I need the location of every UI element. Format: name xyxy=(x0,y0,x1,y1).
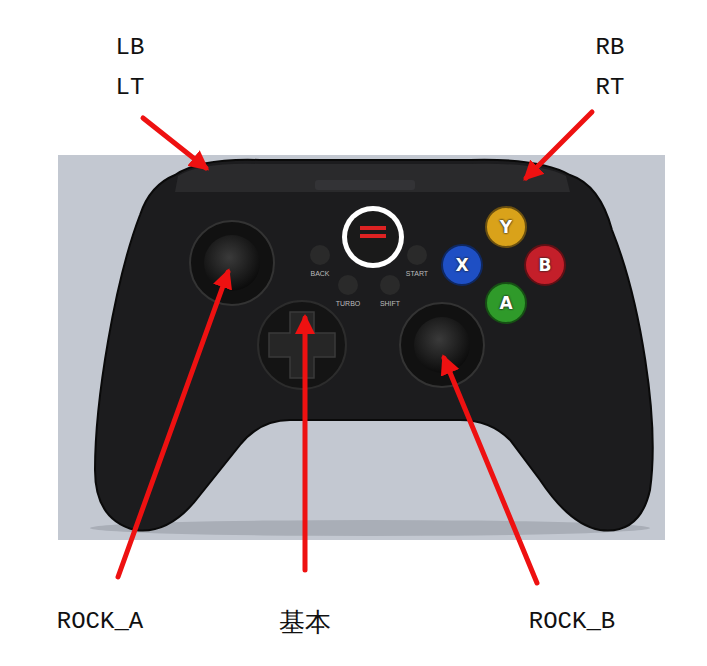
button-letter: A xyxy=(499,295,512,312)
shoulder-buttons xyxy=(175,164,570,192)
button-caption: SHIFT xyxy=(380,300,400,307)
dpad-well xyxy=(258,301,346,389)
button-caption: TURBO xyxy=(336,300,361,307)
turbo-button xyxy=(338,275,358,295)
start-button xyxy=(407,245,427,265)
callout-label: LT xyxy=(116,76,145,100)
leader-arrow xyxy=(118,272,228,577)
leader-arrow xyxy=(143,118,206,168)
callout-label: RT xyxy=(596,76,625,100)
button-letter: X xyxy=(455,257,468,274)
a-button xyxy=(486,283,526,323)
button-caption: BACK xyxy=(310,270,329,277)
left-stick xyxy=(204,235,260,291)
right-stick-ring xyxy=(400,303,484,387)
button-letter: Y xyxy=(500,219,512,236)
right-stick xyxy=(414,317,470,373)
dpad xyxy=(269,312,335,378)
x-button xyxy=(442,245,482,285)
left-stick-ring xyxy=(190,221,274,305)
logo-ring xyxy=(342,206,404,268)
callout-label: ROCK_B xyxy=(529,610,615,634)
logo-button xyxy=(347,211,399,263)
leader-arrow xyxy=(526,112,592,178)
b-button xyxy=(525,245,565,285)
top-plate xyxy=(315,180,415,190)
photo-background xyxy=(58,155,665,540)
logo-mark xyxy=(360,226,386,230)
logo-mark xyxy=(360,234,386,238)
button-letter: B xyxy=(539,257,552,274)
callout-label: ROCK_A xyxy=(57,610,143,634)
button-caption: START xyxy=(406,270,428,277)
callout-label: RB xyxy=(596,36,625,60)
y-button xyxy=(486,207,526,247)
leader-arrow xyxy=(444,358,537,583)
controller-body xyxy=(95,160,653,531)
shift-button xyxy=(380,275,400,295)
leader-arrow xyxy=(303,318,308,570)
back-button xyxy=(310,245,330,265)
callout-label: LB xyxy=(116,36,145,60)
shadow xyxy=(90,520,650,536)
callout-label: 基本 xyxy=(279,609,331,635)
